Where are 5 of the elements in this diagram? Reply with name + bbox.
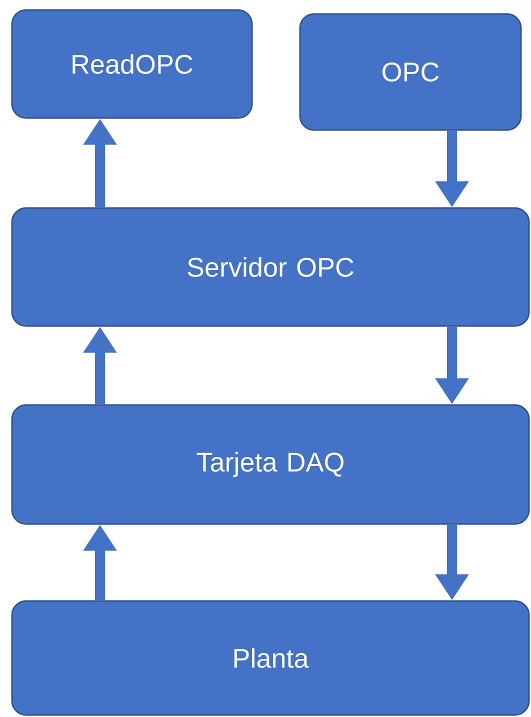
process-box: ReadOPC [11, 9, 253, 119]
process-box: Planta [11, 600, 530, 716]
process-box: Servidor OPC [11, 207, 530, 327]
process-box: Tarjeta DAQ [11, 404, 530, 525]
process-box: OPC [299, 13, 522, 131]
